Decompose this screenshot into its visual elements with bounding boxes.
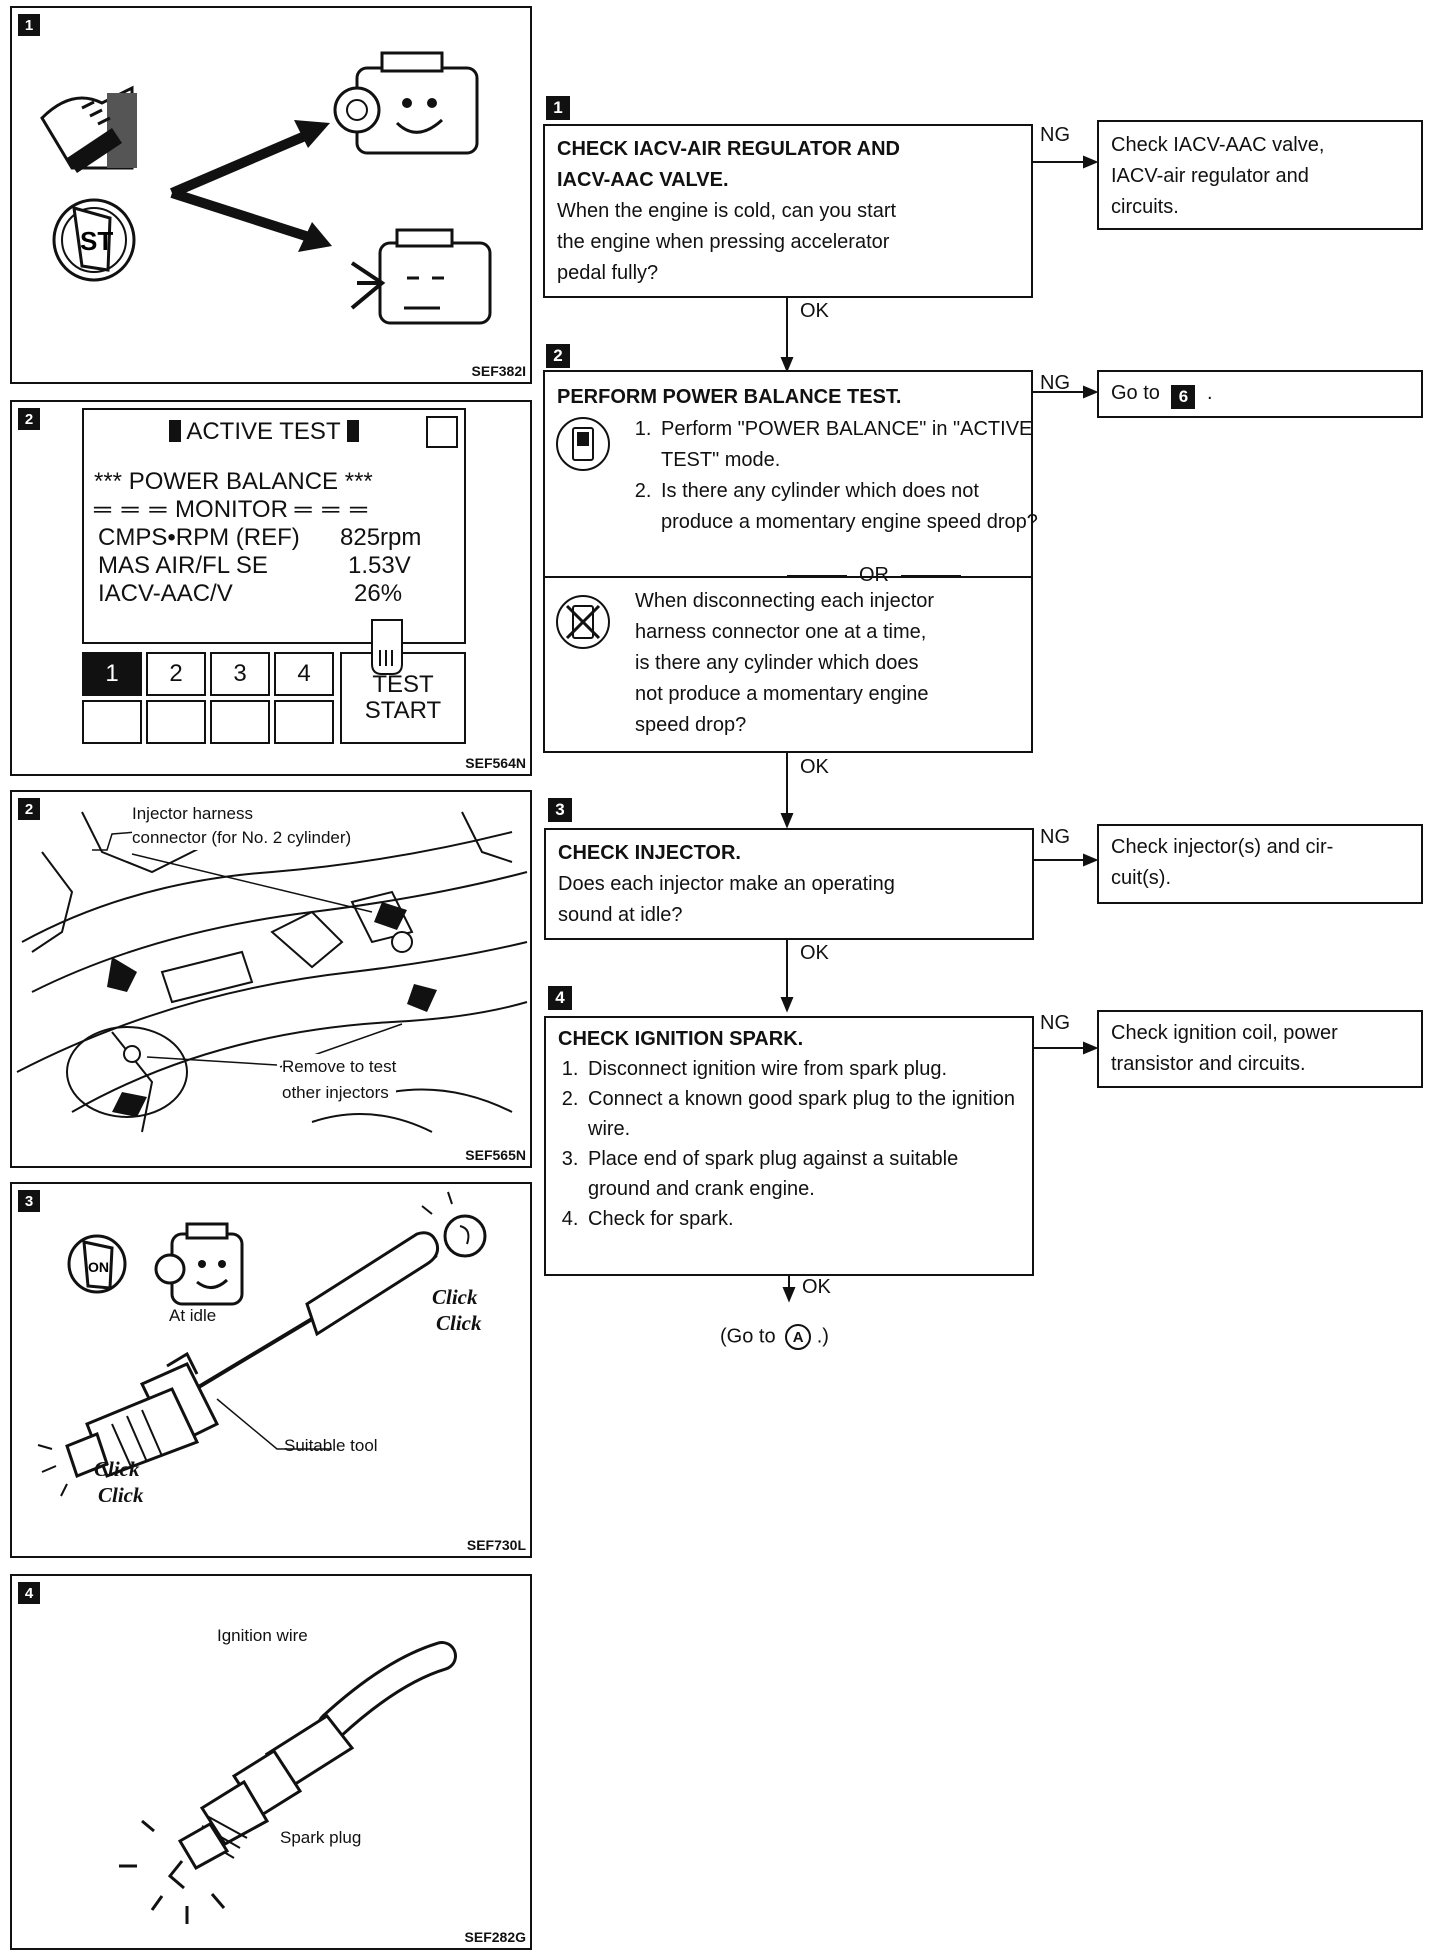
figure-code: SEF282G [464,1929,526,1945]
step-3-ng-box: Check injector(s) and cir-cuit(s). [1097,824,1423,904]
panel-badge: 4 [18,1582,40,1604]
cylinder-2-button[interactable]: 2 [146,652,206,696]
finger-pointer-icon [371,619,403,675]
illustration-panel-3: 2 [10,790,532,1168]
spark-plug-label: Spark plug [280,1828,362,1847]
figure-code: SEF730L [466,1537,526,1553]
engine-stalled-icon [350,228,492,325]
figure-code: SEF382I [471,363,526,379]
ignition-on-key-icon: ON [67,1234,127,1294]
svg-text:ST: ST [80,226,113,256]
step-badge-1: 1 [546,96,570,120]
engine-idle-icon [154,1222,244,1306]
screwdriver-icon [185,1231,439,1396]
monitor-heading: ═ ═ ═ MONITOR ═ ═ ═ [94,496,369,523]
step-1-ng-label: NG [1040,124,1070,146]
monitor-row-label: CMPS•RPM (REF) [98,524,300,551]
screen-corner-box [426,416,458,448]
accelerator-pedal-icon [40,85,137,173]
injector-sound-illustration: ON [37,1191,487,1497]
panel-badge: 2 [18,408,40,430]
engine-start-illustration: ST [40,51,492,325]
monitor-row-value: 26% [354,580,403,607]
illustration-panel-4: 3 ON At [10,1182,532,1558]
figure-code: SEF565N [465,1147,526,1163]
blank-key[interactable] [146,700,206,744]
injector-icon [65,1351,220,1478]
step-3-ok-label: OK [800,942,829,964]
screen-title: ACTIVE TEST [186,418,341,445]
circled-a-icon[interactable]: A [785,1324,812,1350]
step-2-title: PERFORM POWER BALANCE TEST. [557,386,902,408]
consult-tool-icon [556,417,610,471]
step-2-ng-box: Go to 6 . [1097,370,1423,418]
go-to-a-label: (Go to A .) [720,1324,829,1350]
or-separator [545,576,1031,578]
monitor-row-label: IACV-AAC/V [98,580,233,607]
engine-running-icon [333,51,479,155]
panel-badge: 1 [18,14,40,36]
step-4-box: CHECK IGNITION SPARK. Disconnect ignitio… [544,1016,1034,1276]
monitor-row-value: 1.53V [348,552,411,579]
ignition-key-icon: ST [52,198,136,282]
illustration-panel-2: 2 ACTIVE TEST *** POWER BALANCE *** ═ ═ … [10,400,532,776]
spark-plug-illustration [119,1641,457,1924]
step-1-ok-label: OK [800,300,829,322]
pointer-arrows-icon [107,902,437,1117]
step-badge-2: 2 [546,344,570,368]
panel-badge: 3 [18,1190,40,1212]
blank-key[interactable] [82,700,142,744]
svg-text:ON: ON [88,1259,109,1275]
no-tool-icon [556,595,610,649]
step-1-ng-box: Check IACV-AAC valve,IACV-air regulator … [1097,120,1423,230]
step-3-box: CHECK INJECTOR. Does each injector make … [544,828,1034,940]
ignition-wire-label: Ignition wire [217,1626,308,1645]
consult-screen: ACTIVE TEST *** POWER BALANCE *** ═ ═ ═ … [82,408,466,644]
injector-connector-illustration [16,811,528,1133]
cylinder-1-button[interactable]: 1 [82,652,142,696]
blank-key[interactable] [274,700,334,744]
cylinder-3-button[interactable]: 3 [210,652,270,696]
step-4-ok-label: OK [802,1276,831,1298]
monitor-row-label: MAS AIR/FL SE [98,552,268,579]
or-divider: OR [759,560,989,591]
step-2-list: Perform "POWER BALANCE" in "ACTIVE TEST"… [627,414,1047,538]
blank-key[interactable] [210,700,270,744]
step-3-title: CHECK INJECTOR. [558,842,741,864]
screen-title-bar: ACTIVE TEST [169,418,359,446]
step-badge-3: 3 [548,798,572,822]
at-idle-label: At idle [169,1306,217,1325]
cylinder-4-button[interactable]: 4 [274,652,334,696]
illustration-panel-1: 1 ST [10,6,532,384]
step-4-title: CHECK IGNITION SPARK. [558,1028,804,1050]
step-2-box: PERFORM POWER BALANCE TEST. Perform "POW… [543,370,1038,753]
step-4-ng-label: NG [1040,1012,1070,1034]
monitor-row-value: 825rpm [340,524,422,551]
panel-badge: 2 [18,798,40,820]
go-to-step-badge[interactable]: 6 [1171,385,1196,409]
step-2-ok-label: OK [800,756,829,778]
step-badge-4: 4 [548,986,572,1010]
branch-arrows-icon [170,120,332,252]
illustration-panel-5: 4 Ignition wire Spark plug SEF282G [10,1574,532,1950]
power-balance-heading: *** POWER BALANCE *** [94,468,373,495]
step-3-ng-label: NG [1040,826,1070,848]
suitable-tool-label: Suitable tool [284,1436,378,1455]
figure-code: SEF564N [465,755,526,771]
step-2-ng-label: NG [1040,372,1070,394]
step-4-list: Disconnect ignition wire from spark plug… [556,1054,1022,1234]
